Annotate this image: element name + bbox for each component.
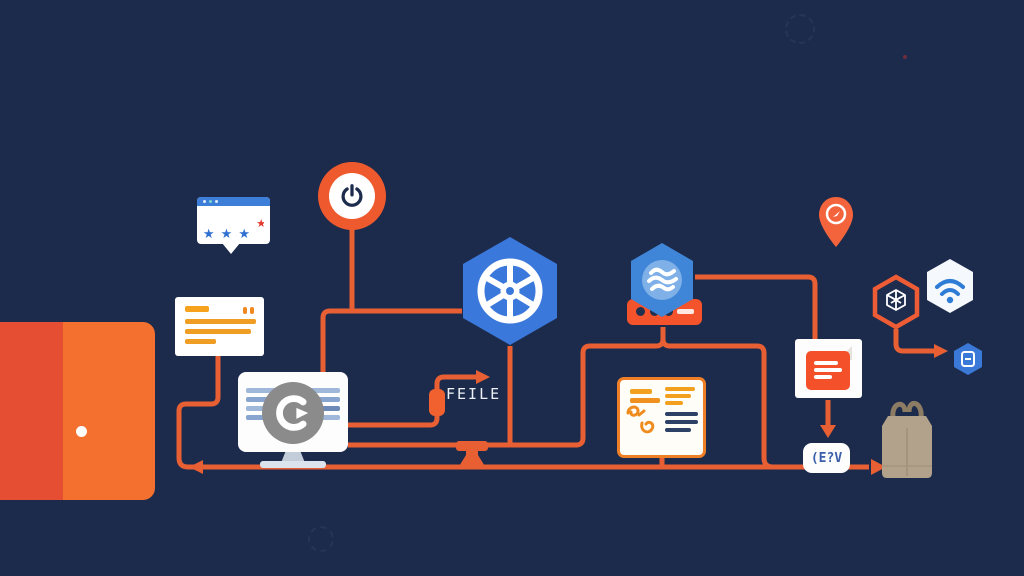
form-line [665,420,698,424]
stream-hexagon [631,243,693,317]
doc-line [185,319,256,324]
doc-mark [250,307,254,314]
kubernetes-wheel-hexagon [463,237,557,345]
copyright-gear-icon [276,395,309,431]
file-icon [806,351,850,390]
file-line [814,368,842,372]
doc-line [185,306,209,312]
file-label: FEILE [446,385,502,403]
doc-mark [243,307,247,314]
delivery-badge: (E?V [803,443,850,473]
tooltip-titlebar [197,197,270,206]
window-dot [203,200,206,203]
star-rating: ★ ★ ★ ★ [197,211,270,248]
gear-circle [262,382,324,444]
location-pin-icon [819,197,853,247]
door-shade-panel [0,322,63,500]
doc-line [185,339,216,344]
door-knob [76,426,87,437]
window-dot [209,200,212,203]
monitor-base [260,461,326,468]
screen-line [304,388,340,393]
form-line [630,389,652,394]
form-line [665,428,691,432]
server-dot [636,307,645,316]
screen-line [304,397,340,402]
form-card [617,377,706,458]
form-line [665,394,691,398]
window-dot [215,200,218,203]
signature-squiggle-icon [626,405,655,434]
file-line [814,361,838,365]
doc-line [185,329,251,334]
rating-tooltip: ★ ★ ★ ★ [197,197,270,244]
server-dash [677,309,694,314]
power-icon [341,184,363,207]
faint-dot-decoration [903,55,907,59]
faint-circle-decoration [308,526,334,552]
file-line [814,375,832,379]
shopping-bag-icon [882,401,932,478]
document-card [175,297,264,356]
monitor-stand [281,452,305,463]
form-line [665,387,695,391]
tooltip-pointer [222,243,240,254]
form-line [630,398,660,403]
line-node [429,389,445,416]
blockchain-hexagon [872,274,920,330]
form-line [665,401,683,405]
faint-circle-decoration [785,14,815,44]
form-line [665,412,698,416]
wifi-hexagon [927,259,973,313]
trophy-junction [456,441,488,468]
token-hexagon [954,343,982,375]
screen-line [246,388,282,393]
partial-star-icon: ★ [256,217,265,230]
